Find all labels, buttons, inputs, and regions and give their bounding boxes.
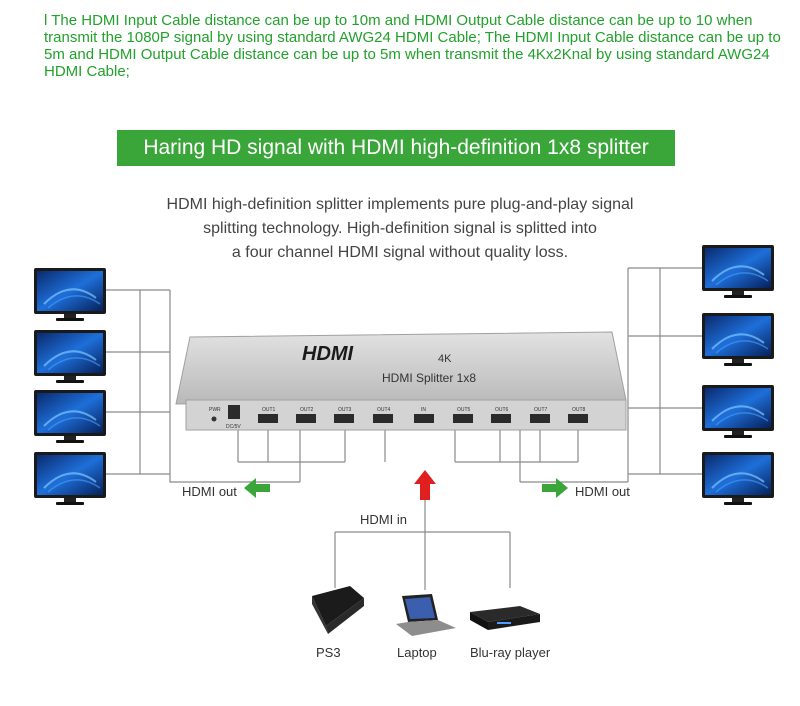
hdmi-out-left-label: HDMI out (182, 484, 237, 499)
arrow-right-icon (542, 478, 568, 498)
hdmi-logo: HDMI (302, 343, 354, 365)
hdmi-port (296, 414, 316, 423)
hdmi-port (258, 414, 278, 423)
arrow-up-icon (414, 470, 436, 500)
monitor-icon (701, 312, 775, 367)
port-label: OUT4 (377, 407, 391, 413)
left-output-wires (106, 289, 386, 483)
device-model: HDMI Splitter 1x8 (382, 371, 476, 385)
port-label: OUT3 (338, 407, 352, 413)
source-label-laptop: Laptop (397, 645, 437, 660)
input-wires (334, 500, 511, 590)
hdmi-in-label: HDMI in (360, 512, 407, 527)
hdmi-port (373, 414, 393, 423)
banner-text: Haring HD signal with HDMI high-definiti… (143, 136, 649, 159)
monitor-icon (701, 244, 775, 299)
title-banner: Haring HD signal with HDMI high-definiti… (117, 130, 675, 166)
distance-note: l The HDMI Input Cable distance can be u… (44, 12, 781, 80)
description-line-3: a four channel HDMI signal without quali… (231, 244, 569, 261)
description-line-1: HDMI high-definition splitter implements… (166, 196, 634, 213)
laptop-icon (396, 594, 456, 636)
hdmi-port (453, 414, 473, 423)
port-label: IN (421, 407, 426, 413)
port-label: OUT1 (262, 407, 276, 413)
bluray-player-icon (470, 606, 540, 630)
splitter-device (175, 331, 627, 431)
description-line-2: splitting technology. High-definition si… (203, 220, 597, 237)
monitor-icon (701, 384, 775, 439)
right-output-wires (454, 267, 702, 483)
arrow-left-icon (244, 478, 270, 498)
port-label: PWR (209, 407, 221, 413)
port-label: OUT8 (572, 407, 586, 413)
monitor-icon (33, 451, 107, 506)
port-label: OUT5 (457, 407, 471, 413)
hdmi-port (334, 414, 354, 423)
hdmi-out-right-label: HDMI out (575, 484, 630, 499)
hdmi-port (568, 414, 588, 423)
monitor-icon (33, 267, 107, 322)
source-label-bluray: Blu-ray player (470, 645, 551, 660)
hdmi-port (530, 414, 550, 423)
port-label: OUT6 (495, 407, 509, 413)
port-label: OUT2 (300, 407, 314, 413)
monitor-icon (33, 389, 107, 444)
source-label-ps3: PS3 (316, 645, 341, 660)
monitor-icon (701, 451, 775, 506)
power-jack (228, 405, 240, 419)
description: HDMI high-definition splitter implements… (100, 193, 700, 265)
device-badge: 4K (438, 353, 452, 365)
hdmi-port (491, 414, 511, 423)
game-console-icon (312, 586, 364, 634)
monitor-icon (33, 329, 107, 384)
hdmi-port (414, 414, 434, 423)
power-led (211, 416, 217, 422)
port-label: DC/5V (226, 424, 241, 430)
port-label: OUT7 (534, 407, 548, 413)
